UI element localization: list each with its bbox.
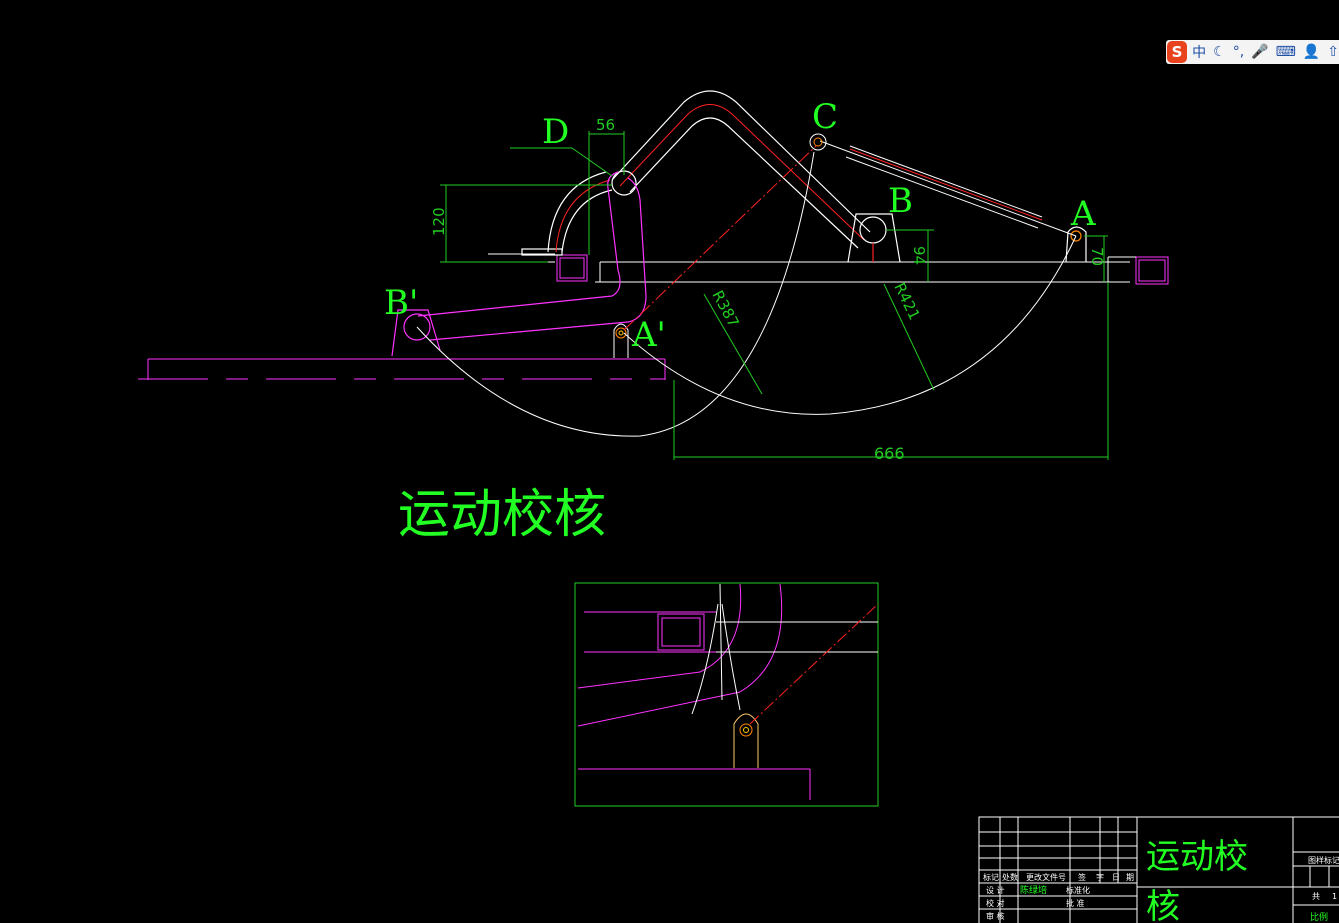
pivot-a-prime bbox=[613, 323, 629, 358]
dim-70: 70 bbox=[1088, 247, 1106, 266]
base-plate bbox=[138, 358, 666, 380]
user-icon[interactable]: 👤 bbox=[1302, 44, 1321, 60]
drawing-title: 运动校核 bbox=[398, 485, 606, 545]
label-c: C bbox=[812, 97, 838, 137]
tb-title-line2: 核 bbox=[1146, 887, 1180, 923]
title-block bbox=[978, 816, 1339, 923]
dim-666: 666 bbox=[874, 444, 905, 463]
hook-centerline bbox=[555, 179, 611, 253]
swing-arcs bbox=[416, 151, 1077, 437]
tb-check-label: 校 对 bbox=[986, 898, 1005, 908]
tb-hdr-day: 日 bbox=[1112, 873, 1120, 882]
dim-56: 56 bbox=[596, 116, 615, 134]
tb-review-label: 审 核 bbox=[986, 911, 1005, 921]
detail-view bbox=[574, 582, 879, 807]
dim-120: 120 bbox=[430, 207, 448, 236]
dim-94: 94 bbox=[910, 246, 928, 265]
tb-scale-label: 比例 bbox=[1310, 911, 1328, 923]
tb-hdr-count: 处数 bbox=[1002, 872, 1018, 882]
tb-title-line1: 运动校 bbox=[1146, 837, 1248, 877]
tb-design-label: 设 计 bbox=[986, 885, 1005, 895]
microphone-icon[interactable]: 🎤 bbox=[1251, 44, 1269, 60]
ime-language-toggle[interactable]: 中 bbox=[1192, 45, 1207, 61]
tb-standard-label: 标准化 bbox=[1066, 885, 1090, 895]
tb-sheet-num: 1 bbox=[1332, 892, 1337, 901]
tb-right-label: 图样标记 bbox=[1308, 855, 1339, 865]
sogou-logo-icon[interactable]: S bbox=[1167, 41, 1188, 63]
rotation-line bbox=[623, 145, 817, 331]
tb-hdr-sign: 签 bbox=[1078, 872, 1086, 882]
tb-hdr-char: 字 bbox=[1096, 872, 1104, 882]
tb-sheet-label: 共 bbox=[1312, 892, 1320, 901]
keyboard-icon[interactable]: ⌨ bbox=[1275, 44, 1296, 60]
lever-closed bbox=[611, 90, 871, 249]
label-d: D bbox=[542, 112, 569, 152]
gas-strut bbox=[809, 133, 1077, 237]
label-b-prime: B' bbox=[384, 283, 418, 323]
side-brackets bbox=[556, 254, 1169, 285]
moon-icon[interactable]: ☾ bbox=[1213, 44, 1226, 60]
tb-hdr-mark: 标记 bbox=[983, 872, 999, 882]
ime-toolbar[interactable]: S 中 ☾ °, 🎤 ⌨ 👤 ⇧ bbox=[1166, 40, 1339, 64]
lever-centerline bbox=[619, 104, 865, 241]
label-a-prime: A' bbox=[631, 315, 666, 355]
pivot-a bbox=[1065, 226, 1087, 263]
punctuation-icon[interactable]: °, bbox=[1232, 44, 1245, 60]
tb-hdr-docno: 更改文件号 bbox=[1026, 872, 1066, 882]
tb-designer-name: 陈绿培 bbox=[1020, 884, 1047, 896]
arrow-up-icon[interactable]: ⇧ bbox=[1327, 44, 1339, 60]
tb-approve-label: 批 准 bbox=[1066, 898, 1085, 908]
dimension-lines bbox=[440, 131, 1109, 460]
label-a: A bbox=[1070, 194, 1096, 234]
label-b: B bbox=[888, 181, 913, 221]
tb-hdr-date: 期 bbox=[1126, 873, 1134, 882]
